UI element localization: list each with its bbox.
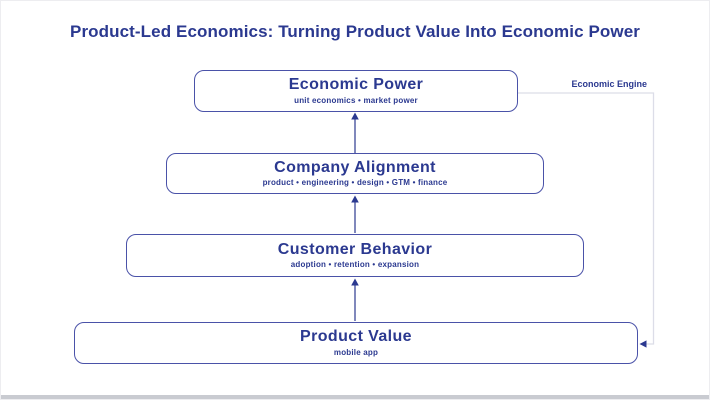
arrowhead-company-to-economic-icon xyxy=(351,112,359,120)
node-company-alignment-subtitle: product • engineering • design • GTM • f… xyxy=(262,178,448,188)
node-customer-behavior[interactable]: Customer Behavior adoption • retention •… xyxy=(126,234,584,277)
slide-bottom-edge-bar xyxy=(1,395,709,399)
node-company-alignment-title: Company Alignment xyxy=(274,158,436,176)
slide-title: Product-Led Economics: Turning Product V… xyxy=(70,22,640,41)
node-company-alignment[interactable]: Company Alignment product • engineering … xyxy=(166,153,544,194)
node-product-value-title: Product Value xyxy=(300,328,412,346)
node-economic-power-title: Economic Power xyxy=(288,76,424,94)
node-economic-power-subtitle: unit economics • market power xyxy=(294,95,418,105)
arrowhead-customer-to-company-icon xyxy=(351,195,359,203)
node-customer-behavior-subtitle: adoption • retention • expansion xyxy=(290,260,420,270)
loop-label: Economic Engine xyxy=(571,79,647,89)
node-product-value[interactable]: Product Value mobile app xyxy=(74,322,638,364)
node-economic-power[interactable]: Economic Power unit economics • market p… xyxy=(194,70,518,112)
node-product-value-subtitle: mobile app xyxy=(333,347,379,357)
loop-connector-line xyxy=(518,92,655,345)
arrowhead-product-to-customer-icon xyxy=(351,278,359,286)
loop-arrowhead-icon xyxy=(639,340,647,348)
node-customer-behavior-title: Customer Behavior xyxy=(277,240,433,258)
